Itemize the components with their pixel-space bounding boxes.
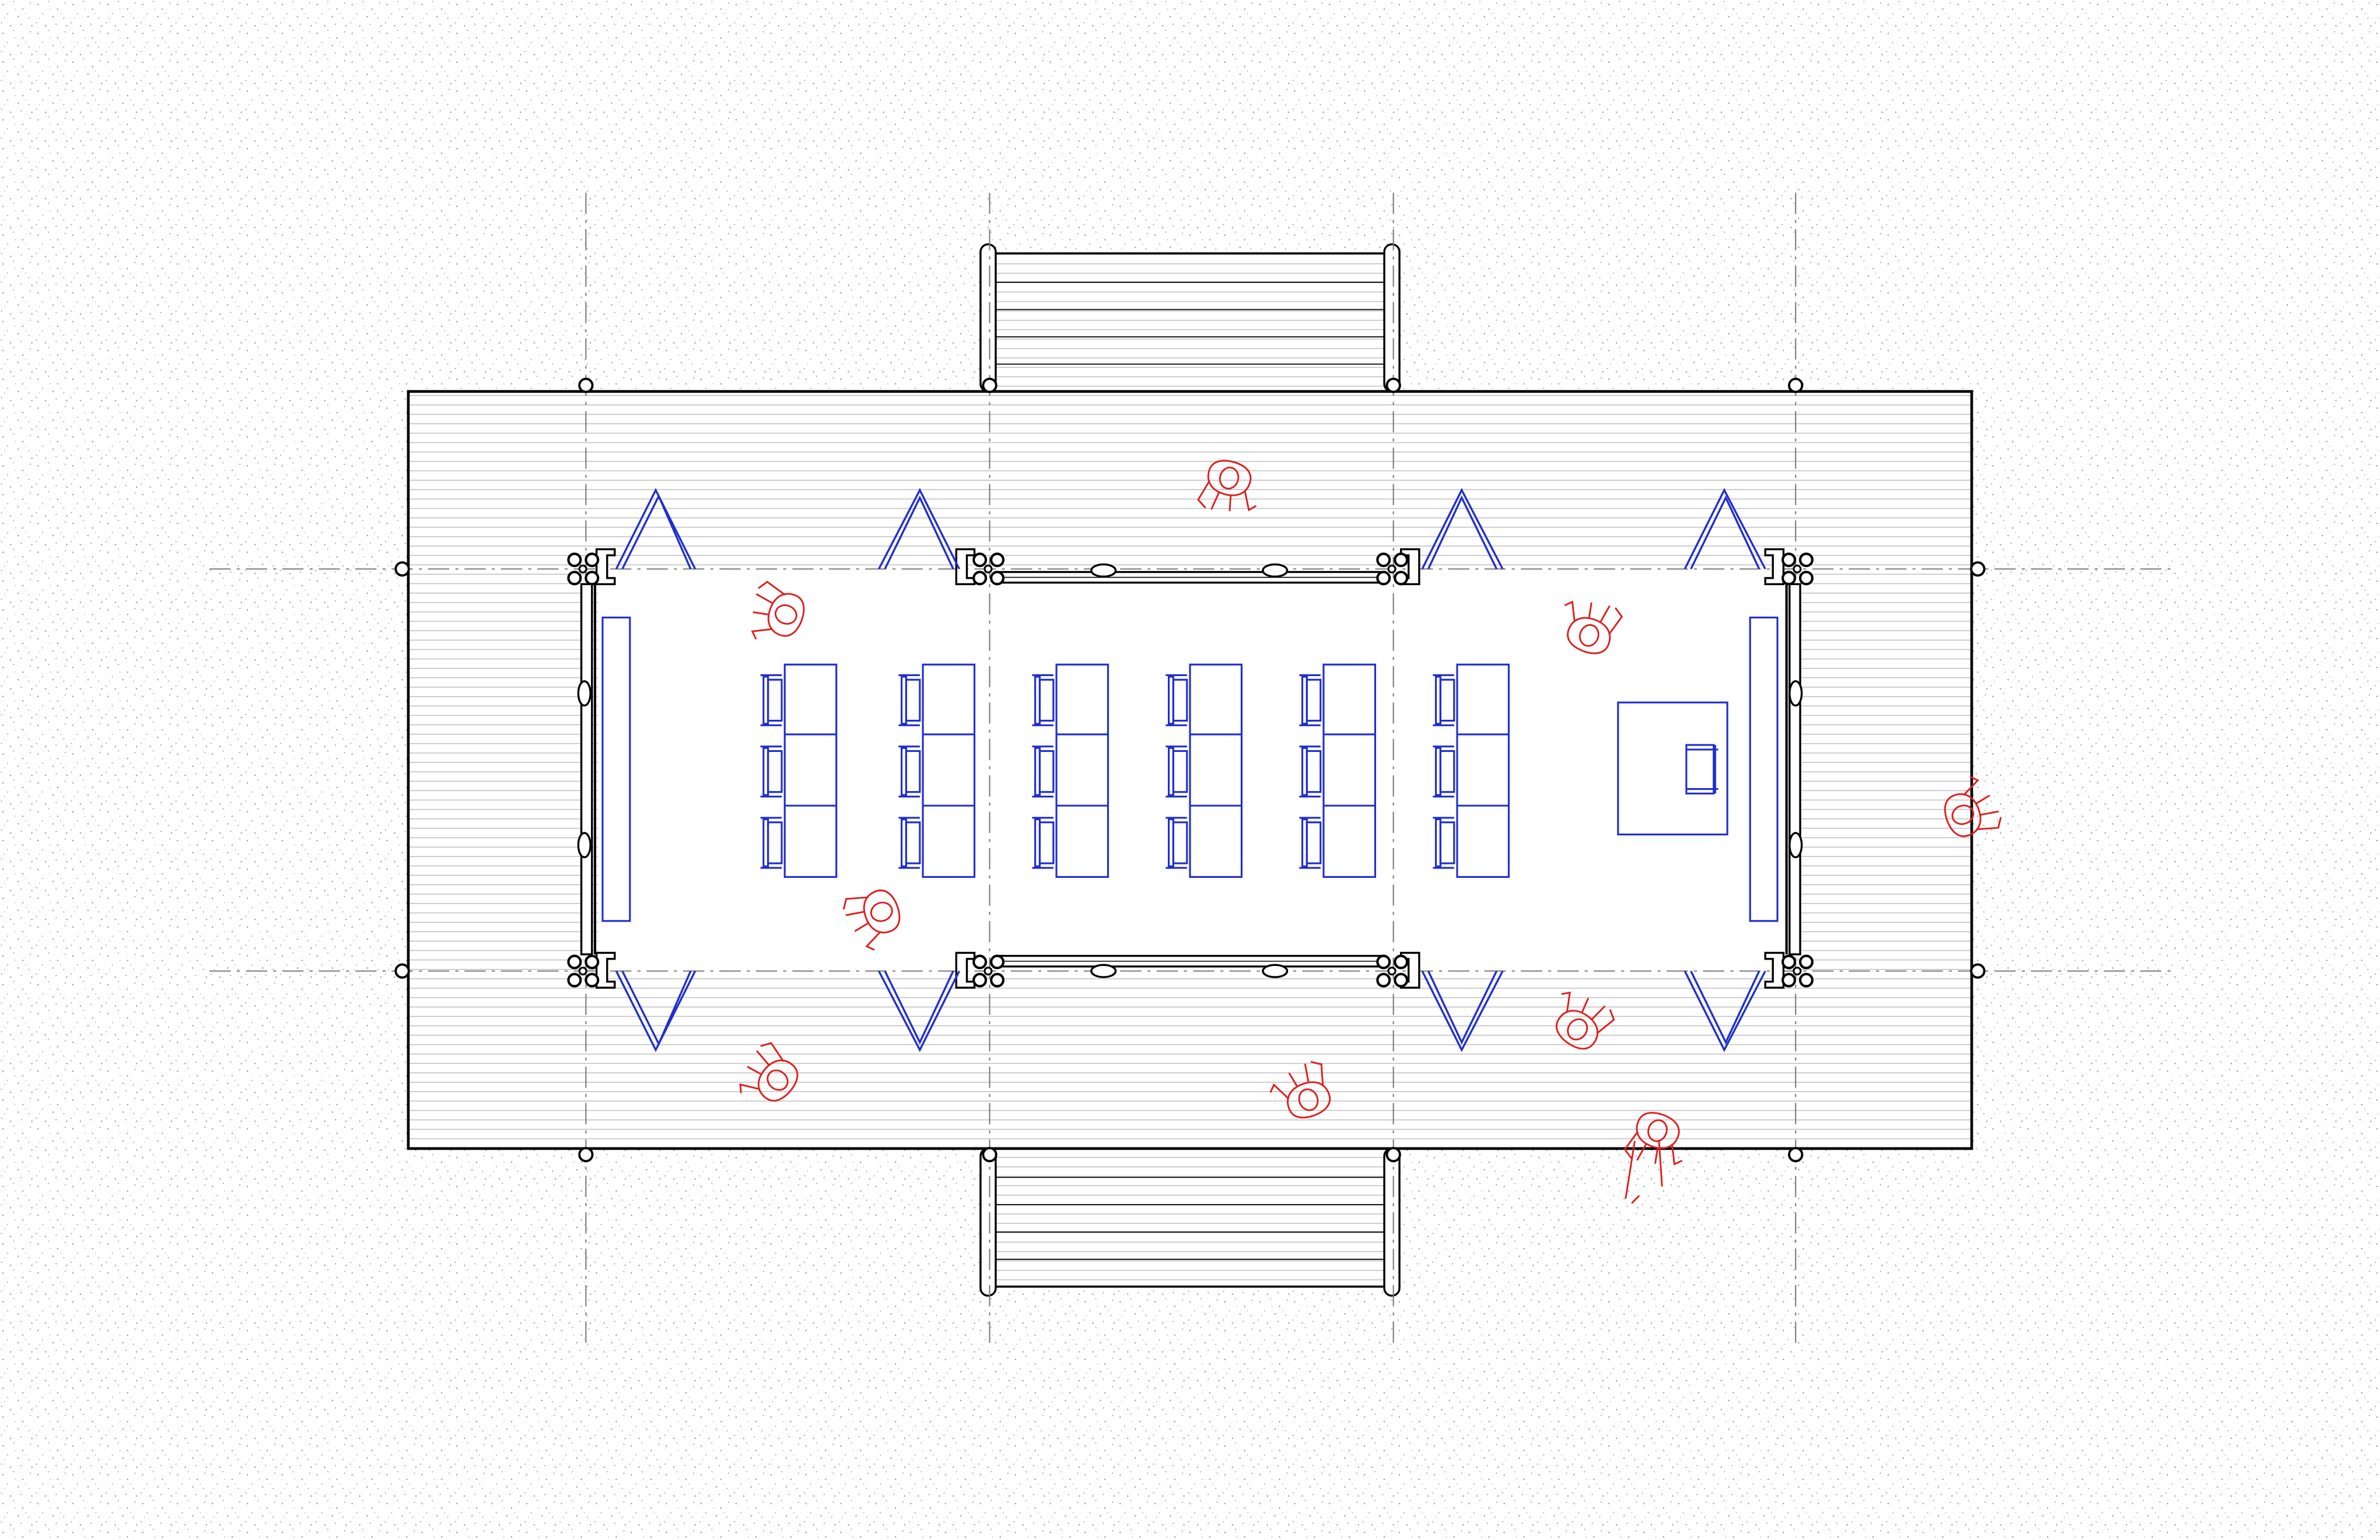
desk-chair-icon [1299, 817, 1322, 869]
student-desks [760, 663, 1510, 878]
person-topview-icon [1944, 776, 2002, 837]
desk-chair-icon [898, 746, 921, 798]
desk-column [1032, 663, 1110, 878]
desk-chair-icon [1433, 746, 1455, 798]
desk-chair-icon [1299, 674, 1322, 726]
person-topview-icon [1555, 991, 1615, 1050]
desk-chair-icon [1032, 674, 1055, 726]
person-topview-icon [1623, 1112, 1683, 1166]
desk-chair-icon [1166, 817, 1188, 869]
desk-chair-icon [1166, 746, 1188, 798]
desk-chair-icon [1166, 674, 1188, 726]
desk-column [1299, 663, 1377, 878]
folding-shutters [615, 488, 1766, 1052]
bridge-bottom [979, 1147, 1401, 1297]
desk-chair-icon [1032, 746, 1055, 798]
desk-column [898, 663, 976, 878]
person-topview-icon [739, 1042, 799, 1102]
grid-markers [394, 377, 1986, 1163]
desk-chair-icon [898, 674, 921, 726]
person-topview-icon [1197, 460, 1257, 512]
person-topview-icon [751, 580, 805, 640]
person-topview-icon [842, 890, 901, 951]
desk-chair-icon [1433, 817, 1455, 869]
teacher-desk [1617, 701, 1728, 836]
desk-chair-icon [1299, 746, 1322, 798]
desk-column [1166, 663, 1243, 878]
person-topview-icon [1625, 1140, 1663, 1204]
person-topview-icon [1564, 600, 1623, 654]
desk-column [1433, 663, 1510, 878]
desk-chair-icon [760, 674, 783, 726]
whiteboard-left [601, 617, 631, 922]
person-topview-icon [1269, 1060, 1331, 1119]
desk-column [760, 663, 838, 878]
desk-chair-icon [1433, 674, 1455, 726]
desk-chair-icon [760, 746, 783, 798]
desk-chair-icon [760, 817, 783, 869]
whiteboard-right [1749, 617, 1779, 922]
people-layer [739, 460, 2002, 1204]
desk-chair-icon [898, 817, 921, 869]
desk-chair-icon [1032, 817, 1055, 869]
bridge-top [979, 243, 1401, 393]
